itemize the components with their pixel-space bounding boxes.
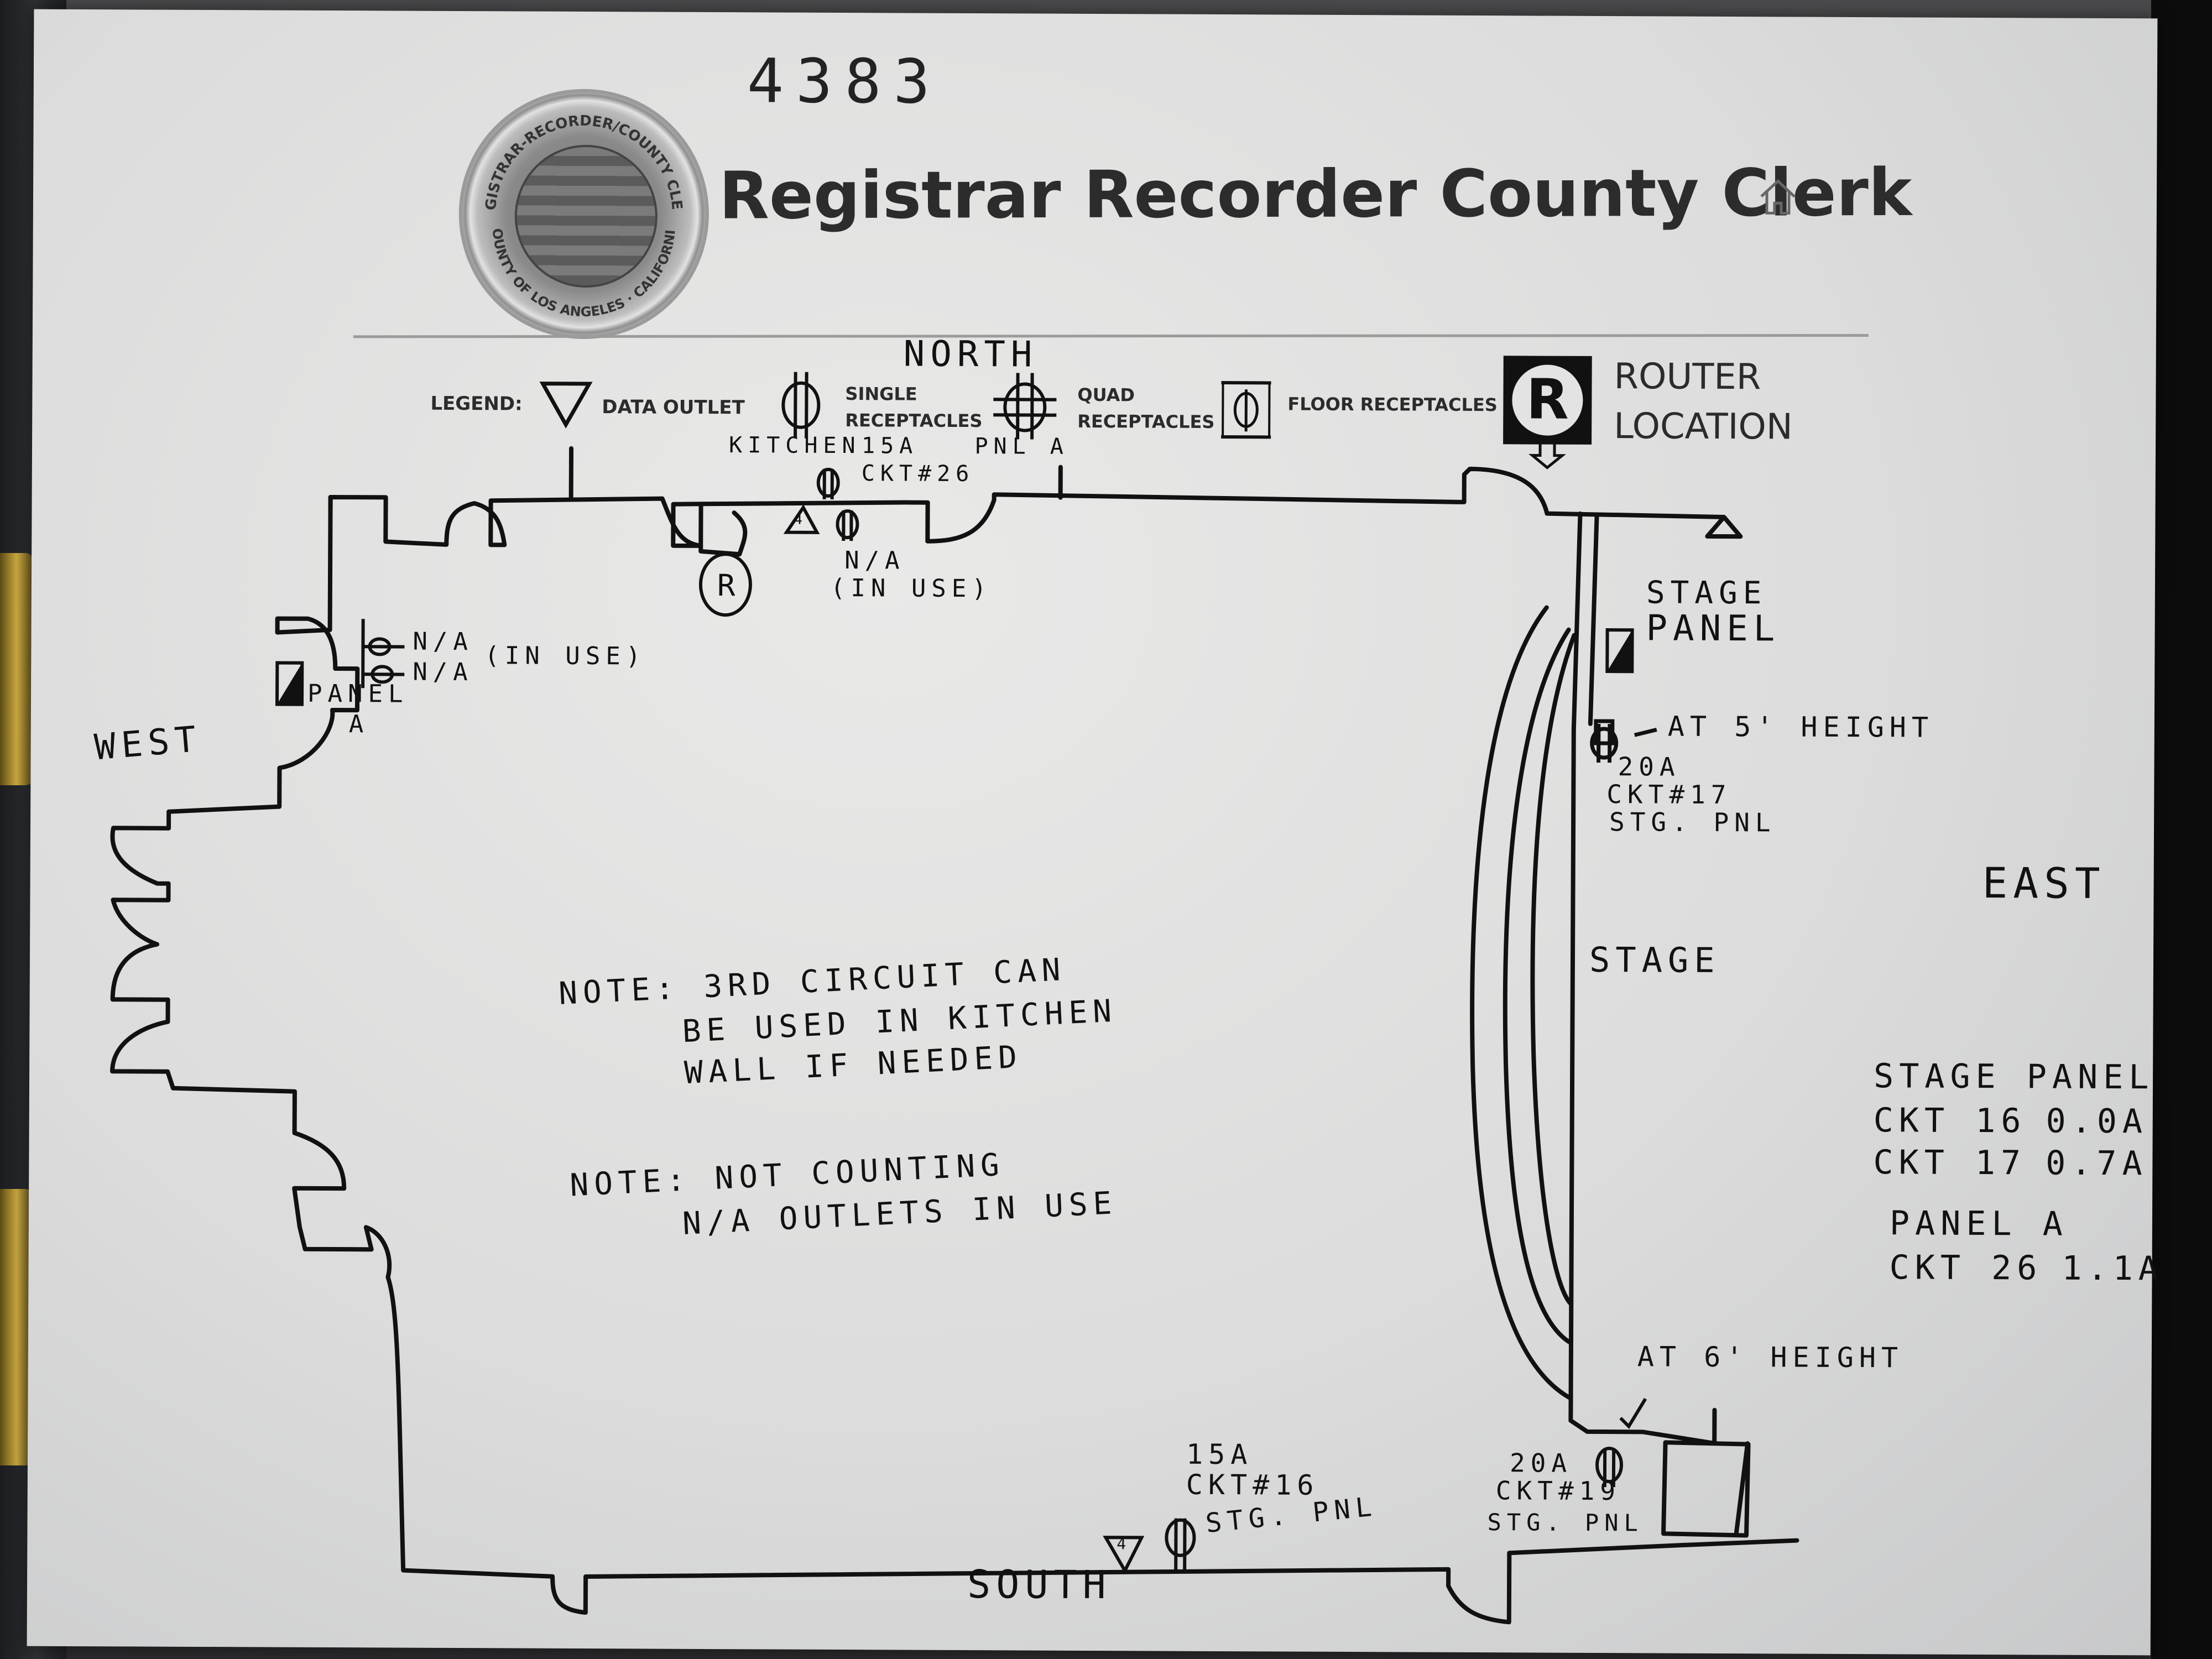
data-outlet-icon bbox=[538, 379, 593, 431]
router-marker-label: R bbox=[717, 568, 741, 603]
stage-bottom-receptacle bbox=[1595, 1447, 1624, 1488]
north-wall bbox=[328, 466, 1726, 548]
kitchen-data-outlet-count: 4 bbox=[794, 511, 808, 528]
ckt17-amps: 20A bbox=[1618, 752, 1681, 782]
ckt19-number: CKT#19 bbox=[1495, 1475, 1621, 1506]
kitchen-in-use-label: (IN USE) bbox=[830, 573, 992, 603]
load-summary: STAGE PANEL CKT 16 0.0A CKT 17 0.7A PANE… bbox=[1872, 1057, 2164, 1288]
stage-panel-fill bbox=[1607, 630, 1632, 672]
check-arrow bbox=[1619, 1397, 1647, 1430]
panel-a-circuit-row: CKT 26 1.1A bbox=[1889, 1248, 2170, 1288]
kitchen-circuit-amps: 15A PNL A bbox=[861, 433, 1070, 460]
west-receptacles bbox=[361, 619, 405, 688]
circuit-label: CKT 26 bbox=[1889, 1248, 2043, 1288]
ckt17-number: CKT#17 bbox=[1606, 779, 1732, 810]
floor-receptacle-icon bbox=[1218, 379, 1274, 442]
south-data-outlet-count: 4 bbox=[1117, 1535, 1132, 1553]
circuit-label: CKT 17 bbox=[1873, 1143, 2027, 1183]
west-in-use-label: (IN USE) bbox=[484, 641, 646, 671]
note-third-circuit: NOTE: 3RD CIRCUIT CAN BE USED IN KITCHEN… bbox=[558, 952, 1118, 1097]
stage-panel-summary-title: STAGE PANEL bbox=[1873, 1057, 2154, 1097]
data-outlet-symbol bbox=[1705, 514, 1743, 539]
circuit-amps: 0.0A bbox=[2046, 1102, 2148, 1141]
home-icon[interactable] bbox=[1756, 174, 1800, 218]
stage-box bbox=[1661, 1440, 1751, 1538]
west-na-label-2: N/A bbox=[413, 658, 473, 687]
at-6ft-height-label: AT 6' HEIGHT bbox=[1637, 1340, 1904, 1374]
stage-panel-label-1: STAGE bbox=[1646, 575, 1767, 612]
stage-east-wall bbox=[1588, 514, 1599, 726]
south-data-outlet bbox=[1103, 1536, 1145, 1574]
ckt16-number: CKT#16 bbox=[1186, 1468, 1319, 1501]
ckt17-panel: STG. PNL bbox=[1609, 807, 1776, 838]
stage-front-wall bbox=[1568, 511, 1583, 1423]
stage-panel-label-2: PANEL bbox=[1646, 608, 1781, 650]
floor-plan-drawing bbox=[110, 446, 1799, 1625]
router-icon: R bbox=[1500, 353, 1595, 472]
county-seal-logo: REGISTRAR-RECORDER/COUNTY CLERK COUNTY O… bbox=[458, 88, 709, 340]
panel-a-label: PANEL bbox=[307, 679, 409, 708]
circuit-amps: 0.7A bbox=[2046, 1144, 2148, 1183]
quad-receptacle-icon bbox=[989, 367, 1061, 447]
at-5ft-height-label: AT 5' HEIGHT bbox=[1667, 710, 1934, 744]
router-marker-circle bbox=[698, 552, 752, 617]
kitchen-circuit-number: CKT#26 bbox=[861, 461, 975, 487]
panel-a-summary-title: PANEL A bbox=[1889, 1204, 2068, 1244]
kitchen-na-label: N/A bbox=[844, 546, 905, 575]
background-edge bbox=[2151, 0, 2212, 1659]
circuit-amps: 1.1A bbox=[2062, 1249, 2164, 1288]
kitchen-data-outlet bbox=[783, 504, 820, 534]
stage-panel-circuit-row: CKT 17 0.7A bbox=[1873, 1143, 2154, 1183]
ckt16-amps: 15A bbox=[1186, 1438, 1253, 1471]
stage-edge-curve-inner bbox=[1503, 627, 1573, 1345]
stage-label: STAGE bbox=[1589, 939, 1720, 980]
west-wall bbox=[110, 494, 588, 1615]
router-icon-glyph: R bbox=[1526, 367, 1569, 431]
stage-bottom-wall bbox=[1568, 1407, 1717, 1446]
single-receptacle-icon bbox=[770, 366, 832, 446]
circuit-label: CKT 16 bbox=[1873, 1101, 2027, 1141]
floor-plan-sheet: 4383 REGISTRAR-RECORDER/COUNTY CLERK COU… bbox=[27, 9, 2164, 1656]
binder-ring bbox=[0, 553, 33, 785]
kitchen-label: KITCHEN bbox=[728, 432, 861, 459]
kitchen-room bbox=[698, 502, 748, 557]
kitchen-receptacles bbox=[816, 467, 859, 541]
stage-quad-receptacle bbox=[1590, 719, 1657, 763]
stage-edge-curve-inner2 bbox=[1530, 633, 1577, 1307]
stage-box-diagonal bbox=[1734, 1441, 1750, 1537]
panel-a-letter: A bbox=[348, 710, 369, 739]
stage-panel-circuit-row: CKT 16 0.0A bbox=[1874, 1101, 2154, 1141]
south-wall bbox=[583, 1538, 1799, 1625]
ckt19-amps: 20A bbox=[1509, 1448, 1573, 1478]
south-receptacle bbox=[1165, 1518, 1196, 1571]
seal-ring-text: REGISTRAR-RECORDER/COUNTY CLERK COUNTY O… bbox=[462, 92, 686, 320]
west-na-label-1: N/A bbox=[413, 627, 474, 656]
ckt19-panel: STG. PNL bbox=[1487, 1509, 1644, 1537]
panel-a-fill bbox=[276, 662, 302, 705]
stage-edge-curve bbox=[1470, 605, 1573, 1401]
